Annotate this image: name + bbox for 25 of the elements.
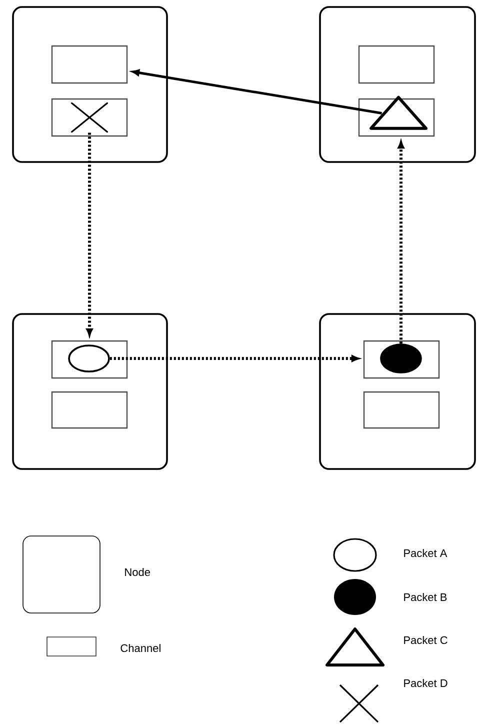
legend-label: Channel <box>120 644 160 652</box>
channel-box <box>51 45 128 84</box>
legend-label: Packet D <box>404 678 448 688</box>
channel-box <box>51 340 128 379</box>
ellipse-symbol <box>380 344 422 374</box>
node-box <box>319 6 476 163</box>
legend-label: Node <box>125 568 150 576</box>
channel-box <box>358 45 435 84</box>
arrow <box>398 141 404 344</box>
channel-box <box>363 340 440 379</box>
channel-box <box>358 98 435 137</box>
arrow <box>86 132 93 336</box>
channel-box <box>51 391 128 429</box>
channel-box <box>51 98 128 137</box>
channel-box <box>363 391 440 429</box>
arrow <box>110 355 359 362</box>
node-box <box>319 313 476 470</box>
node-box <box>12 313 168 470</box>
legend-label: Packet A <box>404 548 448 558</box>
node-box <box>12 6 168 163</box>
triangle-symbol <box>370 96 428 130</box>
cross-symbol <box>71 102 108 132</box>
legend-label: Packet B <box>404 592 447 602</box>
legend-label: Packet C <box>404 636 448 644</box>
ellipse-symbol <box>68 344 110 372</box>
